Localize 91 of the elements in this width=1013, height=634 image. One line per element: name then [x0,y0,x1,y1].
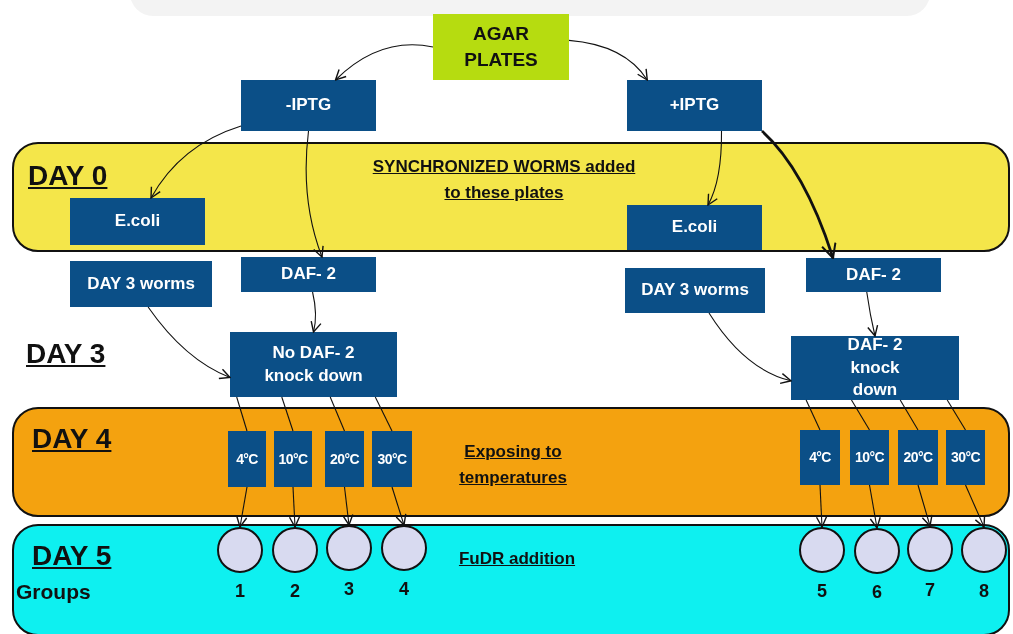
box-label: No DAF- 2 knock down [263,341,364,387]
group-number: 7 [924,580,936,601]
process-box [241,257,376,292]
process-box [230,332,397,397]
arrow [761,130,837,259]
arrow [964,484,986,528]
group-circle [326,525,372,571]
day-heading: DAY 4 [32,423,113,455]
connector-line [805,399,821,431]
temperature-box [372,431,412,487]
arrow [568,39,648,81]
arrow [868,484,881,529]
group-number: 2 [289,581,301,602]
arrow [866,291,879,337]
box-label: 4°C [236,449,258,469]
arrow [342,486,354,526]
process-box [627,205,762,250]
arrow [288,486,301,528]
group-number: 5 [816,581,828,602]
box-label: E.coli [114,210,161,233]
box-label: AGAR PLATES [463,22,539,72]
box-label: 30°C [951,448,980,467]
temperature-box [325,431,364,487]
row-label: Groups [16,580,92,604]
box-label: DAY 3 worms [87,272,195,295]
box-label: DAF- 2 [846,263,901,286]
arrow [708,312,792,384]
box-label: 4°C [809,448,831,467]
temperature-box [850,430,889,485]
temperature-box [274,431,312,487]
box-label: DAF- 2 knock down [846,333,904,402]
step-note: Exposing to temperatures [458,441,568,490]
temperature-box [898,430,938,485]
box-label: 10°C [855,448,884,467]
group-number: 3 [343,579,355,600]
group-number: 4 [398,579,410,600]
arrow [310,291,322,333]
group-circle [961,527,1007,573]
group-circle [854,528,900,574]
temperature-box [228,431,266,487]
group-number: 8 [978,581,990,602]
process-box [627,80,762,131]
box-label: DAF- 2 [281,263,336,286]
process-box [241,80,376,131]
connector-line [850,399,871,431]
connector-line [374,396,393,432]
day-band [12,524,1010,634]
box-label: +IPTG [669,94,720,117]
group-circle [381,525,427,571]
day-band [12,142,1010,252]
connector-line [899,399,919,431]
box-label: E.coli [671,216,718,239]
process-box [70,261,212,307]
box-label: 10°C [278,449,308,469]
arrow [815,484,828,528]
arrow [236,486,248,528]
arrow [147,306,231,379]
arrow [707,130,723,206]
box-label: -IPTG [285,94,332,117]
start-box [433,14,569,80]
group-circle [272,527,318,573]
box-label: DAY 3 worms [641,279,749,302]
day-band [12,407,1010,517]
day-heading: DAY 5 [32,540,113,572]
step-note: FuDR addition [457,548,577,570]
process-box [791,336,959,400]
arrow [150,125,242,199]
arrow [917,484,933,527]
temperature-box [946,430,985,485]
group-circle [217,527,263,573]
group-number: 1 [234,581,246,602]
group-number: 6 [871,582,883,603]
box-label: 30°C [377,449,407,469]
arrow [391,486,407,526]
process-box [625,268,765,313]
process-box [70,198,205,245]
step-note: SYNCHRONIZED WORMS added to these plates [371,156,637,205]
arrow [334,44,434,81]
process-box [806,258,941,292]
box-label: 20°C [903,448,933,467]
arrow [305,130,324,258]
group-circle [799,527,845,573]
connector-line [946,399,967,431]
connector-line [281,396,294,432]
group-circle [907,526,953,572]
temperature-box [800,430,840,485]
connector-line [236,396,248,432]
day-heading: DAY 0 [28,160,109,192]
day-heading: DAY 3 [26,338,106,370]
box-label: 20°C [330,449,359,469]
connector-line [329,396,346,432]
